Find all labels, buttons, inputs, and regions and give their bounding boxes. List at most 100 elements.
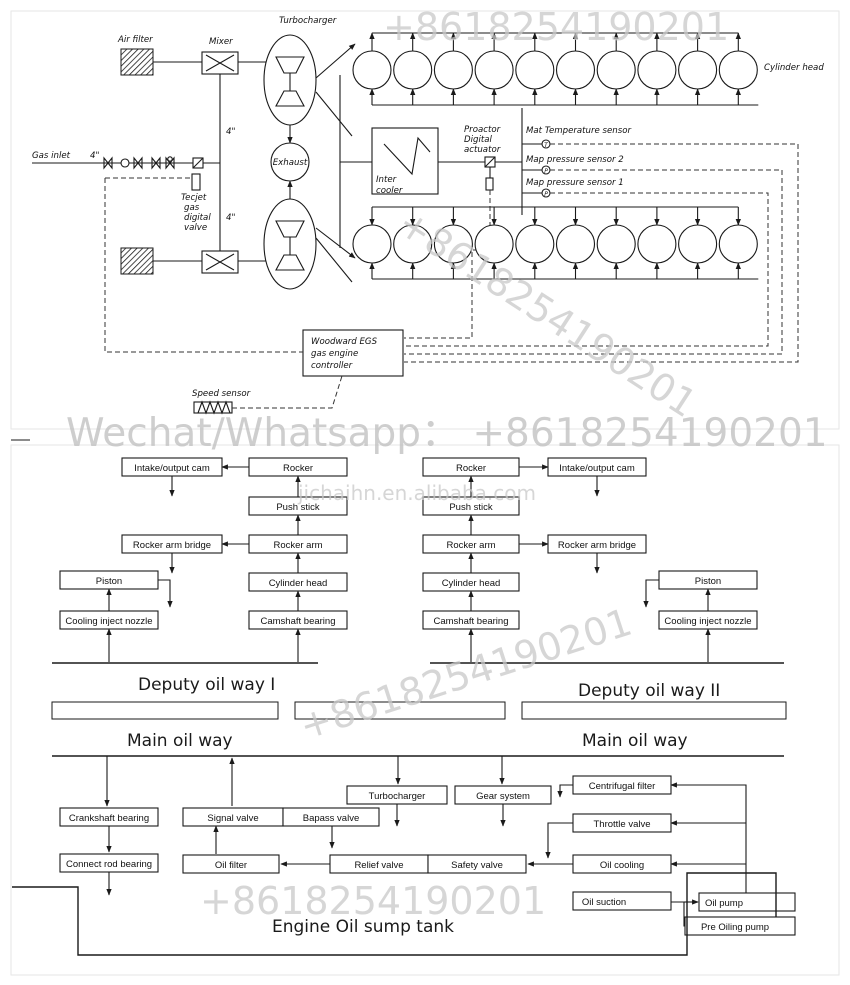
sensor-t-label: T xyxy=(544,142,549,149)
camshaft-bearing-right: Camshaft bearing xyxy=(434,616,509,627)
cooling-inject-nozzle-right: Cooling inject nozzle xyxy=(664,616,751,627)
box-bapass-valve xyxy=(282,807,380,827)
cylinder-bank-top xyxy=(352,32,759,106)
cylinder-4 xyxy=(474,50,514,90)
mixer-top xyxy=(201,51,239,75)
rocker-right: Rocker xyxy=(456,463,486,474)
sump-tank-label: Engine Oil sump tank xyxy=(272,917,454,937)
push-stick-left: Push stick xyxy=(276,502,320,513)
oil-filter: Oil filter xyxy=(215,860,247,871)
controller-label-3: controller xyxy=(311,361,353,371)
throttle-valve: Throttle valve xyxy=(593,819,650,830)
cylinder-7 xyxy=(596,50,636,90)
tecjet-label-1: Tecjet xyxy=(181,193,207,203)
pre-oiling-pump: Pre Oiling pump xyxy=(701,922,769,933)
tecjet-label-4: valve xyxy=(184,223,207,233)
intake-output-cam-left: Intake/output cam xyxy=(134,463,210,474)
cylinder-1 xyxy=(352,224,392,264)
rocker-arm-left: Rocker arm xyxy=(273,540,322,551)
watermark-phone-bottom: +8618254190201 xyxy=(200,879,546,923)
lubrication-diagram: Intake/output cam Rocker Push stick Rock… xyxy=(12,457,796,956)
proactor-label-2: Digital xyxy=(464,135,492,145)
gas-valve-train xyxy=(103,156,204,170)
box-oil-suction xyxy=(572,891,672,911)
cylinder-1 xyxy=(352,50,392,90)
cylinder-6 xyxy=(555,224,596,264)
inter-cooler: Inter cooler xyxy=(371,127,439,196)
inter-cooler-label-2: cooler xyxy=(376,186,403,196)
cylinder-head-left: Cylinder head xyxy=(269,578,328,589)
connect-rod-bearing: Connect rod bearing xyxy=(66,859,152,870)
cylinder-6 xyxy=(555,50,596,90)
cylinder-3 xyxy=(433,50,473,90)
intake-output-cam-right: Intake/output cam xyxy=(559,463,635,474)
cylinder-9 xyxy=(678,224,718,264)
map-sensor-1-label: Map pressure sensor 1 xyxy=(526,178,624,188)
tecjet-label-3: digital xyxy=(184,213,211,223)
oil-suction: Oil suction xyxy=(582,897,626,908)
speed-sensor-label: Speed sensor xyxy=(192,389,251,399)
piston-left: Piston xyxy=(96,576,122,587)
tecjet-valve-symbol xyxy=(191,173,201,191)
rocker-arm-bridge-right: Rocker arm bridge xyxy=(558,540,636,551)
cylinder-8 xyxy=(637,224,677,264)
signal-valve: Signal valve xyxy=(207,813,258,824)
cylinder-9 xyxy=(678,50,718,90)
turbocharger-bottom xyxy=(263,198,317,290)
deputy-oil-way-2-label: Deputy oil way II xyxy=(578,681,720,701)
oil-gallery-segment-1 xyxy=(51,701,279,720)
cylinder-head-label: Cylinder head xyxy=(764,63,824,73)
centrifugal-filter: Centrifugal filter xyxy=(589,781,656,792)
rocker-arm-right: Rocker arm xyxy=(446,540,495,551)
sump-tank-outline xyxy=(12,872,777,956)
tecjet-label-2: gas xyxy=(184,203,200,213)
rocker-arm-bridge-left: Rocker arm bridge xyxy=(133,540,211,551)
relief-valve: Relief valve xyxy=(354,860,403,871)
cylinder-2 xyxy=(393,50,433,90)
cooling-inject-nozzle-left: Cooling inject nozzle xyxy=(65,616,152,627)
watermark-site: jichaihn.en.alibaba.com xyxy=(297,481,536,505)
cylinder-10 xyxy=(718,224,758,264)
controller-label-2: gas engine xyxy=(311,349,358,359)
map-sensor-2-label: Map pressure sensor 2 xyxy=(526,155,624,165)
mixer-bottom xyxy=(201,250,239,274)
controller-label-1: Woodward EGS xyxy=(311,337,378,347)
bapass-valve: Bapass valve xyxy=(303,813,360,824)
bottom-panel-frame xyxy=(10,439,840,976)
mat-sensor-label: Mat Temperature sensor xyxy=(526,126,631,136)
pipe-size-label-3: 4" xyxy=(90,151,99,161)
push-stick-right: Push stick xyxy=(449,502,493,513)
gear-system: Gear system xyxy=(476,791,530,802)
cylinder-10 xyxy=(718,50,758,90)
box-oil-pump xyxy=(698,892,796,912)
mixer-label: Mixer xyxy=(209,37,233,47)
inter-cooler-label-1: Inter xyxy=(376,175,397,185)
watermark-phone-top: +8618254190201 xyxy=(383,5,729,49)
top-panel-frame xyxy=(10,10,840,430)
air-filter-top xyxy=(120,48,154,76)
pipe-size-label-1: 4" xyxy=(226,127,235,137)
camshaft-bearing-left: Camshaft bearing xyxy=(261,616,336,627)
turbocharger-oil: Turbocharger xyxy=(369,791,426,802)
piston-right: Piston xyxy=(695,576,721,587)
air-filter-bottom xyxy=(120,247,154,275)
turbocharger-top xyxy=(263,34,317,126)
proactor-label-1: Proactor xyxy=(464,125,501,135)
pipe-size-label-2: 4" xyxy=(226,213,235,223)
cylinder-head-right: Cylinder head xyxy=(442,578,501,589)
cylinder-5 xyxy=(515,224,555,264)
box-oil-filter xyxy=(182,854,280,874)
crankshaft-bearing: Crankshaft bearing xyxy=(69,813,149,824)
sensor-p2-label: P xyxy=(544,168,548,175)
oil-gallery-segment-2 xyxy=(294,701,506,720)
oil-cooling: Oil cooling xyxy=(600,860,644,871)
proactor-label-3: actuator xyxy=(464,145,501,155)
safety-valve: Safety valve xyxy=(451,860,503,871)
turbocharger-label: Turbocharger xyxy=(279,16,337,26)
cylinder-8 xyxy=(637,50,677,90)
woodward-egs-controller: Woodward EGS gas engine controller xyxy=(302,329,404,377)
oil-gallery-segment-3 xyxy=(521,701,787,720)
cylinder-bank-bottom xyxy=(352,206,759,280)
